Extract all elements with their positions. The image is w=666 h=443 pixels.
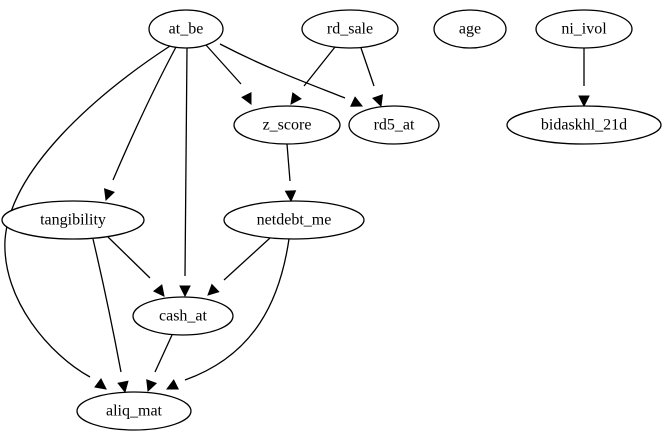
node-tangibility: tangibility — [1, 200, 145, 240]
edge-at_be-to-z_score — [205, 44, 252, 105]
arrowhead-icon — [94, 378, 107, 390]
arrowhead-icon — [578, 95, 590, 108]
node-label: aliq_mat — [106, 403, 163, 420]
edge-line — [303, 46, 336, 87]
edge-line — [184, 47, 188, 277]
node-bidaskhl-21d: bidaskhl_21d — [506, 105, 662, 145]
arrowhead-icon — [241, 92, 252, 105]
arrowhead-icon — [207, 283, 220, 296]
node-shape — [348, 105, 440, 145]
edge-netdebt_me-to-aliq_mat — [166, 238, 290, 390]
edge-tangibility-to-aliq_mat — [92, 238, 129, 394]
arrowhead-icon — [179, 285, 191, 298]
arrowhead-icon — [284, 190, 297, 203]
node-shape — [132, 296, 234, 336]
node-label: netdebt_me — [257, 212, 332, 229]
edge-line — [219, 43, 346, 99]
node-label: cash_at — [159, 308, 208, 325]
nodes-layer: at_be rd_sale age ni_ivol z_score rd5_at bidas… — [1, 9, 662, 431]
edge-line — [205, 44, 242, 85]
edge-at_be-to-tangibility — [103, 46, 177, 202]
node-shape — [223, 200, 365, 240]
node-label: rd5_at — [374, 117, 415, 134]
node-shape — [148, 9, 224, 49]
node-rd5-at: rd5_at — [348, 105, 440, 145]
node-shape — [301, 9, 399, 49]
node-rd-sale: rd_sale — [301, 9, 399, 49]
edge-rd_sale-to-z_score — [290, 46, 336, 105]
node-aliq-mat: aliq_mat — [76, 391, 192, 431]
node-shape — [233, 105, 341, 145]
edge-at_be-to-cash_at — [179, 47, 191, 298]
node-shape — [535, 9, 633, 49]
edge-z_score-to-netdebt_me — [284, 143, 297, 203]
edge-line — [107, 236, 151, 279]
node-netdebt-me: netdebt_me — [223, 200, 365, 240]
edge-line — [154, 334, 173, 373]
node-label: age — [459, 21, 481, 38]
edge-netdebt_me-to-cash_at — [207, 237, 271, 296]
edge-at_be-to-aliq_mat — [4, 45, 171, 390]
arrowhead-icon — [103, 188, 115, 202]
edge-tangibility-to-cash_at — [107, 236, 165, 297]
node-label: bidaskhl_21d — [541, 117, 627, 134]
edge-line — [360, 47, 375, 87]
edge-line — [286, 143, 291, 182]
edge-line — [223, 237, 271, 281]
arrowhead-icon — [117, 380, 129, 394]
node-shape — [506, 105, 662, 145]
edge-line — [112, 46, 177, 181]
node-label: z_score — [263, 117, 312, 134]
arrowhead-icon — [152, 284, 165, 297]
node-shape — [76, 391, 192, 431]
node-label: ni_ivol — [561, 21, 607, 38]
edge-rd_sale-to-rd5_at — [360, 47, 384, 108]
node-shape — [1, 200, 145, 240]
node-label: at_be — [169, 21, 204, 38]
node-age: age — [433, 9, 507, 49]
arrowhead-icon — [372, 94, 384, 108]
arrowhead-icon — [166, 379, 179, 390]
edge-line — [4, 45, 171, 378]
node-ni-ivol: ni_ivol — [535, 9, 633, 49]
edge-line — [92, 238, 122, 373]
node-at-be: at_be — [148, 9, 224, 49]
node-cash-at: cash_at — [132, 296, 234, 336]
edge-at_be-to-rd5_at — [219, 43, 364, 107]
edge-line — [184, 238, 290, 381]
node-shape — [433, 9, 507, 49]
arrowhead-icon — [350, 96, 364, 107]
node-label: rd_sale — [327, 21, 373, 38]
edge-cash_at-to-aliq_mat — [146, 334, 173, 393]
node-label: tangibility — [40, 212, 106, 229]
edges-layer — [4, 43, 590, 394]
edge-ni_ivol-to-bidaskhl_21d — [578, 48, 590, 108]
arrowhead-icon — [290, 92, 302, 105]
arrowhead-icon — [146, 379, 158, 393]
node-z-score: z_score — [233, 105, 341, 145]
